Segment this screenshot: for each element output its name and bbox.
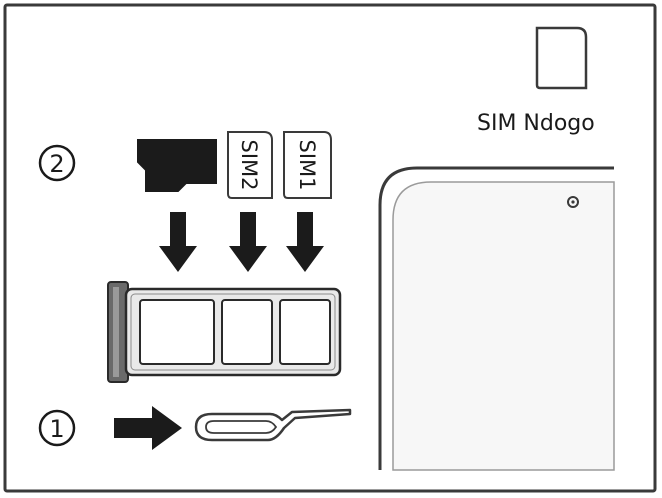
sim2-card: SIM2 xyxy=(227,131,273,199)
step-2-badge: 2 xyxy=(38,144,76,182)
sim1-card: SIM1 xyxy=(283,131,332,199)
sim-tray xyxy=(107,281,342,383)
eject-hole-icon xyxy=(567,196,579,208)
step-1-badge: 1 xyxy=(38,409,76,447)
nano-sim-caption: SIM Ndogo xyxy=(477,111,595,136)
phone-corner xyxy=(378,166,615,471)
tray-slot-sim1 xyxy=(279,299,331,365)
arrow-down-icon xyxy=(229,212,267,272)
nano-sim-icon xyxy=(535,26,588,90)
microsd-card-icon xyxy=(137,139,217,192)
step-1-number: 1 xyxy=(49,415,64,443)
step-2-number: 2 xyxy=(49,150,64,178)
arrow-right-icon xyxy=(114,406,182,450)
sim1-label: SIM1 xyxy=(295,139,319,190)
tray-slot-microsd xyxy=(139,299,215,365)
arrow-down-icon xyxy=(159,212,197,272)
eject-pin-icon xyxy=(194,408,352,442)
arrow-down-icon xyxy=(286,212,324,272)
tray-slot-sim2 xyxy=(221,299,273,365)
sim2-label: SIM2 xyxy=(237,139,261,190)
